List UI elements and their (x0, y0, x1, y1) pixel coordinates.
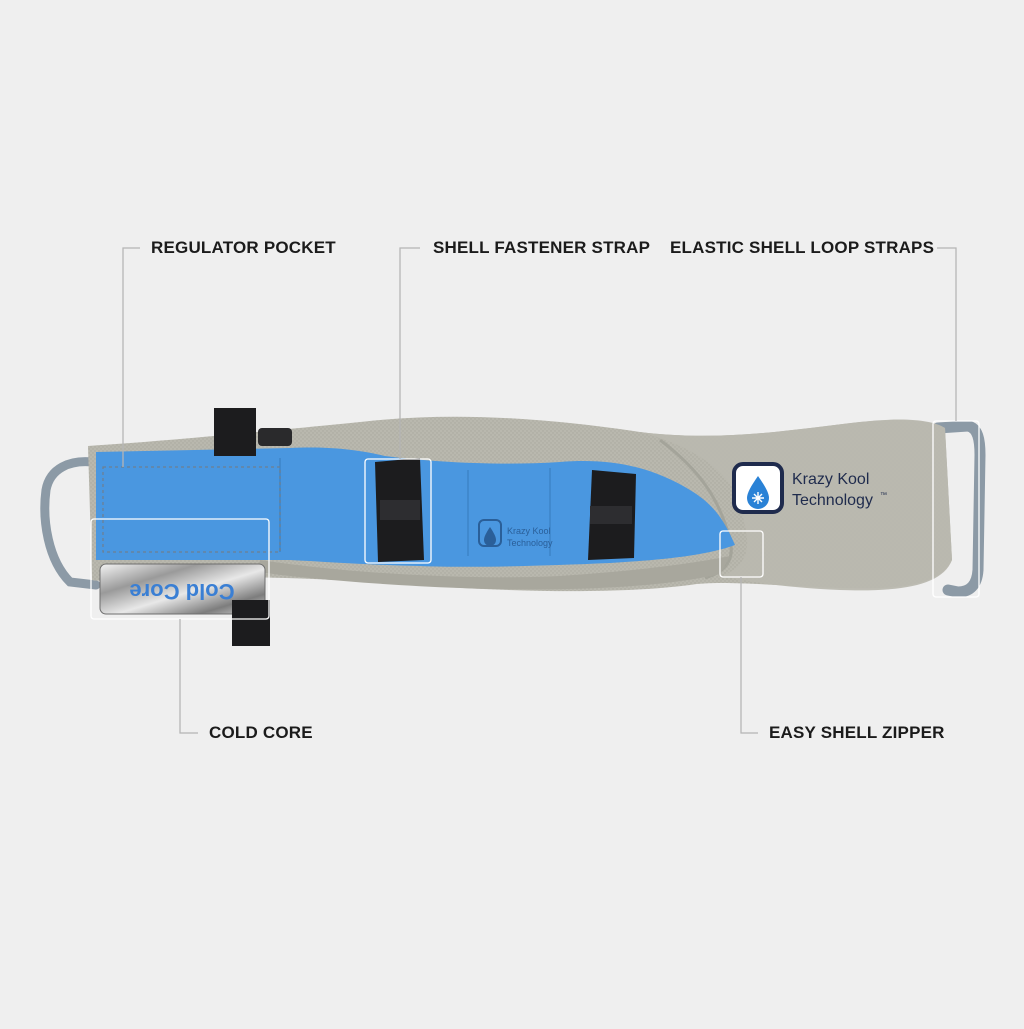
svg-text:™: ™ (880, 492, 887, 499)
callout-easy-shell-zipper: EASY SHELL ZIPPER (769, 723, 945, 742)
fastener-strap-1-velcro (380, 500, 420, 520)
cold-core-pack (99, 563, 266, 615)
callout-regulator-pocket: REGULATOR POCKET (151, 238, 336, 257)
cold-core-print: Cold Core (129, 579, 234, 604)
svg-text:Technology: Technology (792, 492, 873, 509)
insert-logo: Krazy Kool Technology (478, 519, 553, 548)
callout-shell-fastener-strap: SHELL FASTENER STRAP (433, 238, 651, 257)
cold-core-leader (179, 619, 198, 734)
regulator-tab (258, 428, 292, 446)
fastener-strap-2-velcro (590, 506, 632, 524)
left-elastic-loop (40, 457, 101, 590)
fastener-strap-box (364, 458, 432, 564)
shell-logo: Krazy Kool Technology ™ (732, 462, 887, 514)
svg-text:Krazy Kool: Krazy Kool (507, 526, 551, 536)
regulator-pocket-box (102, 466, 281, 553)
shell-lower-rim (258, 556, 730, 590)
regulator-strap-bottom (232, 600, 270, 646)
svg-text:Technology: Technology (507, 538, 553, 548)
regulator-strap-top (214, 408, 256, 456)
elastic-loop-leader (937, 247, 957, 421)
zipper-leader (740, 577, 758, 734)
fastener-strap-leader (399, 247, 420, 459)
svg-text:Krazy Kool: Krazy Kool (792, 471, 869, 488)
callout-elastic-shell-loop-straps: ELASTIC SHELL LOOP STRAPS (670, 238, 935, 257)
snowflake-icon (752, 492, 764, 504)
regulator-pocket-leader (122, 247, 140, 467)
shell-front-panel (640, 419, 952, 591)
callout-cold-core: COLD CORE (209, 723, 313, 742)
